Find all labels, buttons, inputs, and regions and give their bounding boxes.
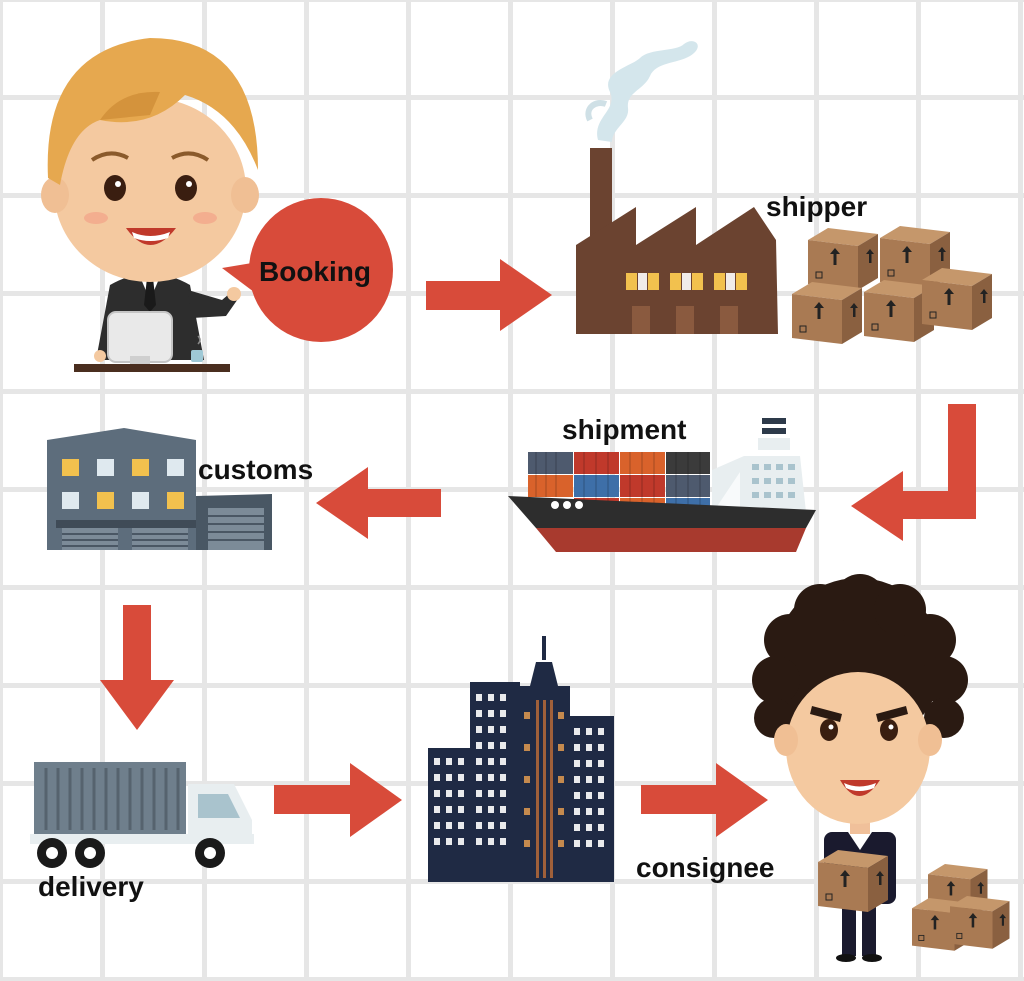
booking-agent [41, 38, 259, 372]
city-buildings-icon [428, 636, 614, 882]
shipper-label: shipper [766, 191, 867, 223]
booking-label: Booking [259, 256, 371, 288]
cargo-boxes-icon [912, 864, 1010, 951]
delivery-truck-icon [30, 762, 254, 868]
customs-warehouse-icon [47, 428, 272, 550]
customs-label: customs [198, 454, 313, 486]
factory-icon [576, 41, 778, 334]
cargo-boxes-icon [792, 226, 992, 344]
shipment-label: shipment [562, 414, 686, 446]
delivery-label: delivery [38, 871, 144, 903]
consignee-label: consignee [636, 852, 774, 884]
